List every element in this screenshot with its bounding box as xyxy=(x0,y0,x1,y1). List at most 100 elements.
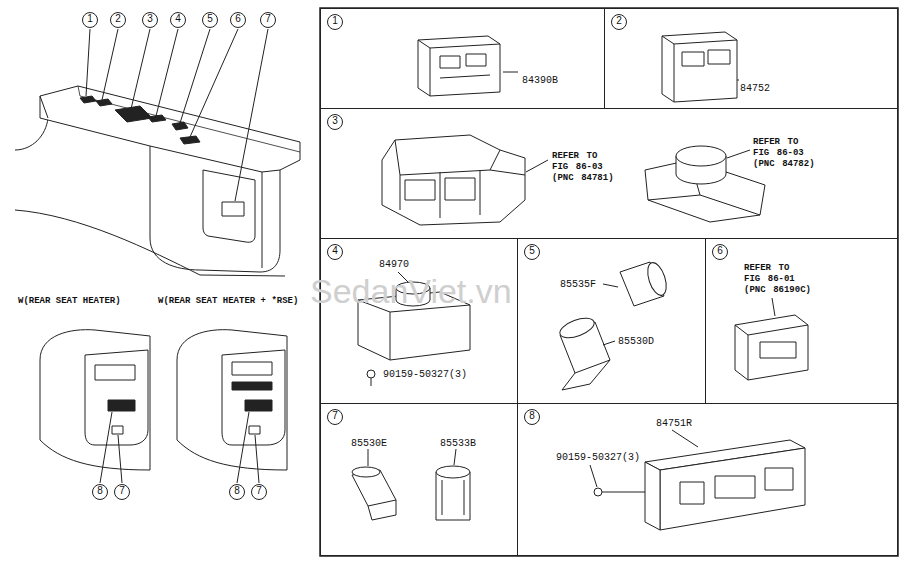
part-number: 85533B xyxy=(440,438,476,450)
part-drawings-part xyxy=(682,52,704,66)
part-drawings-part xyxy=(454,449,456,465)
part-number: 85530E xyxy=(351,438,387,450)
reference-note: REFER TO FIG 86-01 (PNC 86190C) xyxy=(744,263,812,296)
reference-note: REFER TO FIG 86-03 (PNC 84782) xyxy=(753,137,818,170)
part-drawings-part xyxy=(760,342,796,358)
console-drawing-part xyxy=(203,170,255,242)
part-panel: 1 84390B xyxy=(320,8,605,109)
callout-number: 8 xyxy=(524,409,540,425)
watermark: SedanViet.vn xyxy=(310,272,512,310)
callout-number: 7 xyxy=(114,484,130,500)
rear-console-drawing-part xyxy=(237,412,259,483)
callout-number: 6 xyxy=(230,12,246,28)
callout-number: 8 xyxy=(229,484,245,500)
callout-number: 3 xyxy=(142,12,158,28)
part-panel: 2 84752 xyxy=(604,8,898,109)
callout-number: 7 xyxy=(260,12,276,28)
part-number: 84752 xyxy=(740,83,770,95)
part-drawings-part xyxy=(368,500,396,520)
part-drawings-part xyxy=(440,56,460,68)
part-drawings-part xyxy=(442,480,464,515)
part-number: 85530D xyxy=(618,336,654,348)
rear-console-drawing-part xyxy=(40,330,150,470)
callout-number: 7 xyxy=(327,409,343,425)
part-drawings-part xyxy=(672,430,698,447)
part-drawings-part xyxy=(382,135,525,225)
part-drawings-part xyxy=(562,360,610,390)
rear-console-drawing-part xyxy=(232,382,272,390)
part-panel: 5 85535F 85530D xyxy=(517,238,706,404)
rear-console-drawing xyxy=(40,330,287,483)
part-number: 84751R xyxy=(656,418,692,430)
callout-number: 1 xyxy=(82,12,98,28)
part-drawings-part xyxy=(603,284,618,287)
callout-number: 5 xyxy=(202,12,218,28)
part-number: 90159-50327(3) xyxy=(556,452,640,464)
rear-console-drawing-part xyxy=(245,400,272,411)
part-drawings-part xyxy=(436,472,470,520)
console-drawing-part xyxy=(40,96,280,268)
variant-label: W(REAR SEAT HEATER) xyxy=(18,296,121,307)
part-drawings-part xyxy=(445,178,475,200)
part-drawings-part xyxy=(440,75,490,78)
console-drawing-part xyxy=(15,118,48,150)
part-drawings-part xyxy=(645,462,660,530)
part-drawings-part xyxy=(418,36,500,96)
part-number: 84970 xyxy=(379,259,409,271)
callout-number: 7 xyxy=(251,484,267,500)
part-panel: 6REFER TO FIG 86-01 (PNC 86190C) xyxy=(705,238,898,404)
part-drawings-part xyxy=(737,80,739,81)
rear-console-drawing-part xyxy=(112,426,123,434)
part-drawings-part xyxy=(727,150,750,158)
part-drawings-part xyxy=(662,36,737,102)
console-drawing-part-part xyxy=(148,115,166,122)
callout-number: 1 xyxy=(327,14,343,30)
callout-number: 6 xyxy=(712,244,728,260)
part-drawings-part xyxy=(715,476,755,498)
part-drawings-part xyxy=(466,54,486,66)
part-drawings-part xyxy=(735,315,808,380)
rear-console-drawing-part xyxy=(85,350,148,445)
callout-number: 3 xyxy=(327,114,343,130)
rear-console-drawing-part xyxy=(95,365,135,380)
part-drawings-part xyxy=(436,466,470,478)
callout-number: 2 xyxy=(110,12,126,28)
reference-note: REFER TO FIG 86-03 (PNC 84781) xyxy=(552,151,617,184)
part-drawings-part xyxy=(590,465,597,487)
callout-number: 5 xyxy=(524,244,540,260)
rear-console-drawing-part xyxy=(177,330,287,470)
console-drawing xyxy=(15,29,300,276)
part-drawings-part xyxy=(603,341,615,345)
part-number: 90159-50327(3) xyxy=(383,369,467,381)
part-number: 85535F xyxy=(560,279,596,291)
part-drawings-part xyxy=(368,449,369,466)
part-drawings-part xyxy=(594,488,602,496)
console-drawing-part xyxy=(222,202,244,216)
part-panel: 7 85530E 85533B xyxy=(320,403,518,556)
rear-console-drawing-part xyxy=(232,362,272,375)
part-drawings-part xyxy=(735,325,808,380)
console-drawing-part xyxy=(80,96,200,144)
rear-console-drawing-part xyxy=(100,412,122,483)
rear-console-drawing-part xyxy=(108,400,135,411)
part-drawings-part xyxy=(526,160,548,172)
console-drawing-part-part xyxy=(180,136,200,144)
callout-number: 2 xyxy=(611,14,627,30)
rear-console-drawing-part xyxy=(222,350,285,445)
console-drawing-part-part xyxy=(96,99,112,106)
part-drawings-part xyxy=(772,298,775,316)
part-panel: 3REFER TO FIG 86-03 (PNC 84781) REFER TO … xyxy=(320,108,898,239)
part-drawings-part xyxy=(405,180,435,200)
part-drawings-part xyxy=(418,40,500,96)
callout-number: 8 xyxy=(92,484,108,500)
console-drawing-part-part xyxy=(80,96,96,103)
part-panel: 8 84751R 90159-50327(3) xyxy=(517,403,898,556)
part-number: 84390B xyxy=(522,75,558,87)
part-panel: 48497090159-50327(3) xyxy=(320,238,518,404)
part-drawings-part xyxy=(676,146,726,166)
part-drawings-part xyxy=(662,32,737,102)
callout-number: 4 xyxy=(170,12,186,28)
part-drawings-part xyxy=(371,378,372,386)
console-drawing-part-part xyxy=(172,122,188,130)
